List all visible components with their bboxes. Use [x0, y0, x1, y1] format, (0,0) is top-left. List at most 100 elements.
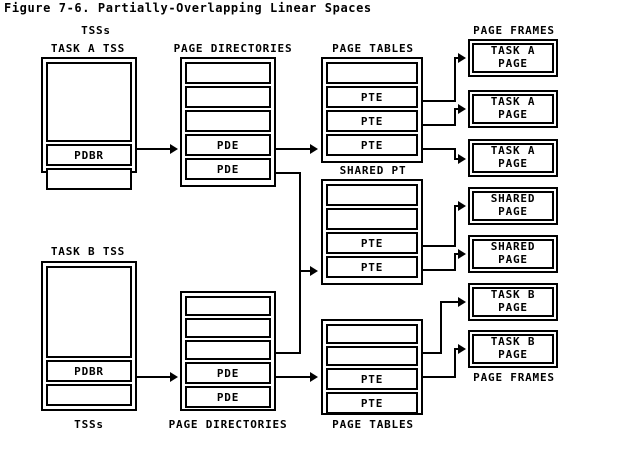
page-directory-b-cell-pde-1[interactable]: PDE	[185, 386, 271, 408]
page-frame-0-line1: TASK A	[490, 44, 536, 58]
connector-shared-h	[299, 270, 312, 272]
page-directory-a-table: PDE PDE	[180, 57, 276, 187]
page-table-b-table: PTE PTE	[321, 319, 423, 415]
arrow-pdbr-b	[170, 372, 178, 382]
connector-pte-s1-v	[454, 253, 456, 271]
arrow-frame-3	[458, 201, 466, 211]
connector-pde-b0-v	[299, 270, 301, 354]
page-frame-5-line2: PAGE	[498, 301, 528, 314]
page-table-a-cell-0[interactable]	[326, 62, 418, 84]
connector-pte-a0-v	[454, 57, 456, 102]
page-frame-5-inner: TASK B PAGE	[472, 287, 554, 317]
page-frame-1[interactable]: TASK A PAGE	[468, 90, 558, 128]
task-a-tss-cell-pdbr[interactable]: PDBR	[46, 144, 132, 166]
page-directory-a-cell-pde-1[interactable]: PDE	[185, 158, 271, 180]
task-a-tss-cell-2[interactable]	[46, 168, 132, 190]
page-frame-4[interactable]: SHARED PAGE	[468, 235, 558, 273]
label-page-tables-top: PAGE TABLES	[332, 42, 414, 55]
page-frame-1-line2: PAGE	[498, 108, 528, 121]
connector-pte-a1-h1	[423, 124, 456, 126]
page-table-a-cell-pte-0[interactable]: PTE	[326, 86, 418, 108]
page-frame-2-line1: TASK A	[490, 144, 536, 158]
label-shared-pt: SHARED PT	[339, 164, 407, 177]
page-table-b-cell-pte-1[interactable]: PTE	[326, 392, 418, 414]
shared-page-table-cell-1[interactable]	[326, 208, 418, 230]
connector-pde-a1-v	[299, 172, 301, 272]
page-frame-4-inner: SHARED PAGE	[472, 239, 554, 269]
arrow-frame-0	[458, 53, 466, 63]
page-directory-b-cell-1[interactable]	[185, 318, 271, 338]
connector-pde-b0-h1	[276, 352, 301, 354]
connector-pte-b0-h1	[423, 352, 442, 354]
connector-pte-b0-v	[440, 301, 442, 354]
page-directory-b-table: PDE PDE	[180, 291, 276, 411]
page-table-a-cell-pte-2[interactable]: PTE	[326, 134, 418, 156]
task-a-tss-cell-0[interactable]	[46, 62, 132, 142]
arrow-pde-a0	[310, 144, 318, 154]
page-directory-a-cell-0[interactable]	[185, 62, 271, 84]
page-frame-0-inner: TASK A PAGE	[472, 43, 554, 73]
connector-pte-a0-h1	[423, 100, 456, 102]
arrow-frame-2	[458, 154, 466, 164]
page-table-a-table: PTE PTE PTE	[321, 57, 423, 163]
connector-pde-b1	[276, 376, 312, 378]
page-frame-1-line1: TASK A	[490, 95, 536, 109]
label-page-directories-top: PAGE DIRECTORIES	[173, 42, 293, 55]
shared-page-table-cell-pte-0[interactable]: PTE	[326, 232, 418, 254]
shared-page-table: PTE PTE	[321, 179, 423, 285]
page-frame-3-inner: SHARED PAGE	[472, 191, 554, 221]
page-frame-3[interactable]: SHARED PAGE	[468, 187, 558, 225]
connector-pte-s0-h1	[423, 245, 456, 247]
page-frame-0-line2: PAGE	[498, 57, 528, 70]
shared-page-table-cell-pte-1[interactable]: PTE	[326, 256, 418, 278]
page-frame-3-line2: PAGE	[498, 205, 528, 218]
connector-pte-s1-h1	[423, 269, 456, 271]
label-page-frames-bottom: PAGE FRAMES	[473, 371, 555, 384]
task-b-tss-cell-2[interactable]	[46, 384, 132, 406]
page-frame-6-line2: PAGE	[498, 348, 528, 361]
connector-pte-s0-v	[454, 205, 456, 247]
shared-page-table-cell-0[interactable]	[326, 184, 418, 206]
page-frame-6-line1: TASK B	[490, 335, 536, 349]
page-frame-0[interactable]: TASK A PAGE	[468, 39, 558, 77]
page-directory-b-cell-2[interactable]	[185, 340, 271, 360]
page-frame-5[interactable]: TASK B PAGE	[468, 283, 558, 321]
task-a-tss-table: PDBR	[41, 57, 137, 190]
page-table-a-cell-pte-1[interactable]: PTE	[326, 110, 418, 132]
page-table-b-cell-1[interactable]	[326, 346, 418, 366]
page-frame-6[interactable]: TASK B PAGE	[468, 330, 558, 368]
page-directory-a-cell-2[interactable]	[185, 110, 271, 132]
label-page-frames-top: PAGE FRAMES	[473, 24, 555, 37]
connector-pte-b0-h2	[440, 301, 462, 303]
connector-pte-a1-v	[454, 108, 456, 126]
page-directory-b-cell-0[interactable]	[185, 296, 271, 316]
task-b-tss-cell-pdbr[interactable]: PDBR	[46, 360, 132, 382]
page-table-b-cell-0[interactable]	[326, 324, 418, 344]
arrow-pde-b1	[310, 372, 318, 382]
connector-pte-b1-h1	[423, 376, 456, 378]
connector-pdbr-a	[137, 148, 172, 150]
label-tss-top: TSSs	[81, 24, 111, 37]
arrow-frame-1	[458, 104, 466, 114]
task-b-tss-cell-0[interactable]	[46, 266, 132, 358]
page-frame-2-line2: PAGE	[498, 157, 528, 170]
arrow-frame-6	[458, 344, 466, 354]
page-directory-a-cell-1[interactable]	[185, 86, 271, 108]
connector-pde-a0	[276, 148, 312, 150]
label-task-b-tss: TASK B TSS	[50, 245, 126, 258]
task-b-tss-table: PDBR	[41, 261, 137, 411]
page-directory-b-cell-pde-0[interactable]: PDE	[185, 362, 271, 384]
arrow-pdbr-a	[170, 144, 178, 154]
label-tss-bottom: TSSs	[74, 418, 104, 431]
page-directory-a-cell-pde-0[interactable]: PDE	[185, 134, 271, 156]
label-page-directories-bottom: PAGE DIRECTORIES	[168, 418, 288, 431]
label-page-tables-bottom: PAGE TABLES	[332, 418, 414, 431]
figure-title: Figure 7-6. Partially-Overlapping Linear…	[4, 1, 372, 15]
page-table-b-cell-pte-0[interactable]: PTE	[326, 368, 418, 390]
connector-pte-a2-v	[454, 148, 456, 160]
label-task-a-tss: TASK A TSS	[50, 42, 126, 55]
page-frame-2[interactable]: TASK A PAGE	[468, 139, 558, 177]
page-frame-4-line1: SHARED	[490, 240, 536, 254]
connector-pte-a2-h1	[423, 148, 456, 150]
